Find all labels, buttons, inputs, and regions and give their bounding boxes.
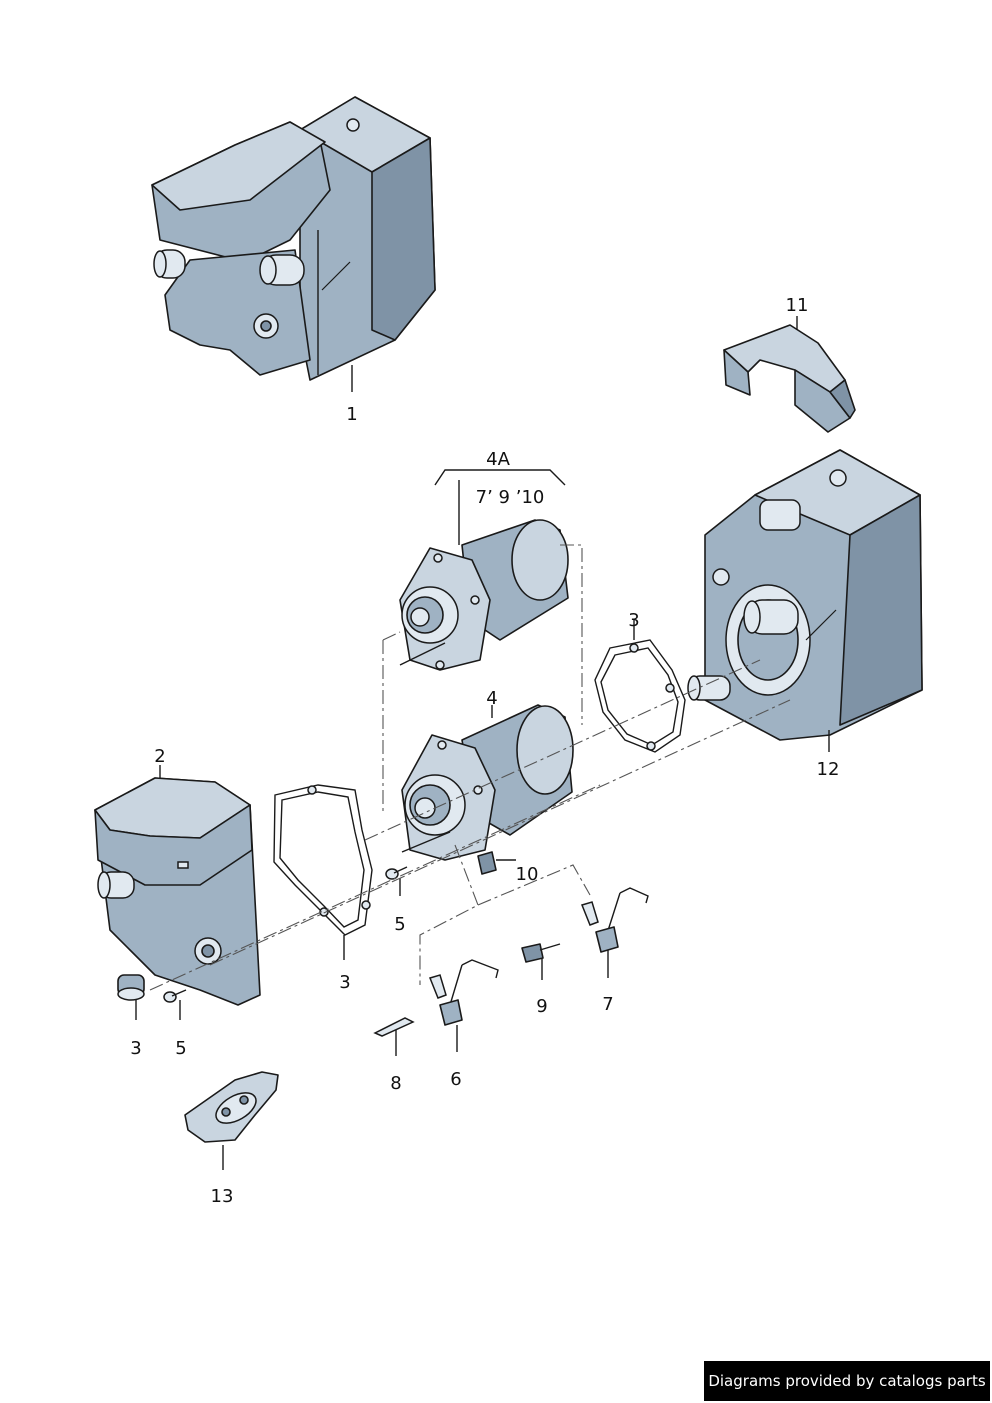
cover-cap[interactable] [723, 324, 856, 433]
callout-5-middle: 5 [394, 914, 406, 935]
ignition-electrode[interactable] [428, 959, 499, 1026]
callout-4a-sub: 7’ 9 ’10 [475, 487, 545, 508]
burner-motor-4a[interactable] [399, 519, 569, 671]
callout-13: 13 [210, 1186, 234, 1207]
assembly-lines [149, 544, 791, 991]
gasket-right[interactable] [594, 639, 686, 753]
callout-12: 12 [816, 759, 840, 780]
heater-unit-assembly[interactable] [151, 96, 436, 381]
screw-left[interactable] [163, 989, 187, 1003]
burner-motor-4[interactable] [401, 704, 574, 861]
callout-7: 7 [602, 994, 614, 1015]
callout-10: 10 [515, 864, 539, 885]
callout-3-right: 3 [628, 610, 640, 631]
connector[interactable] [521, 943, 561, 963]
callout-11: 11 [785, 295, 809, 316]
control-unit[interactable] [94, 777, 261, 1006]
gasket-middle[interactable] [273, 784, 373, 936]
remote-key-fob[interactable] [184, 1071, 279, 1143]
callout-4a: 4A [486, 449, 510, 470]
ignition-electrode-2[interactable] [580, 887, 649, 953]
callout-6: 6 [450, 1069, 462, 1090]
callout-1: 1 [346, 404, 358, 425]
screw-middle[interactable] [385, 866, 408, 880]
callout-4: 4 [486, 688, 498, 709]
contact-pin[interactable] [373, 1017, 415, 1037]
credit-banner: Diagrams provided by catalogs parts [704, 1361, 990, 1401]
callout-3-middle: 3 [339, 972, 351, 993]
heater-housing[interactable] [687, 449, 923, 741]
callout-3-left: 3 [130, 1038, 142, 1059]
callout-9: 9 [536, 996, 548, 1017]
retaining-clip[interactable] [477, 851, 497, 875]
callout-2: 2 [154, 746, 166, 767]
callout-8: 8 [390, 1073, 402, 1094]
callout-5-left: 5 [175, 1038, 187, 1059]
sealing-plug[interactable] [117, 974, 145, 1001]
